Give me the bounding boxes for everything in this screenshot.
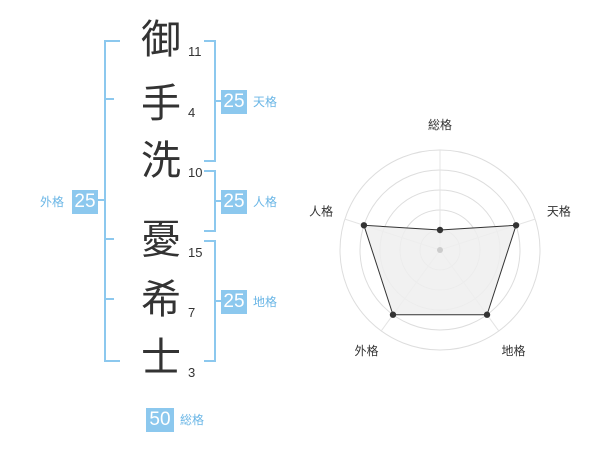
stroke-count-3: 10 (188, 165, 203, 180)
radar-axis-label: 総格 (428, 117, 452, 132)
radar-point (512, 222, 520, 229)
stroke-count-5: 7 (188, 305, 196, 320)
soukaku-value: 50 (146, 408, 174, 432)
radar-axis-label: 人格 (309, 203, 333, 218)
chikaku-bracket (204, 240, 216, 362)
bracket-tick (106, 98, 114, 100)
radar-point (483, 311, 491, 318)
stroke-count-2: 4 (188, 105, 196, 120)
radar-axis-label: 天格 (547, 203, 571, 218)
gaikaku-connector (95, 199, 104, 201)
stroke-count-6: 3 (188, 365, 196, 380)
tenkaku-label: 天格 (253, 95, 278, 109)
tenkaku-value: 25 (221, 90, 247, 114)
soukaku-label: 総格 (180, 413, 205, 427)
name-char-2: 手 (141, 81, 181, 127)
chikaku-connector (216, 300, 222, 302)
bracket-tick (106, 238, 114, 240)
name-char-4: 憂 (141, 217, 181, 263)
radar-point (389, 311, 397, 318)
gaikaku-value: 25 (72, 190, 98, 214)
jinkaku-value: 25 (221, 190, 247, 214)
chikaku-value: 25 (221, 290, 247, 314)
name-char-6: 士 (141, 335, 181, 381)
radar-point (436, 226, 444, 234)
radar-center-dot (437, 247, 443, 253)
radar-axis-label: 外格 (355, 343, 379, 358)
gaikaku-label: 外格 (40, 195, 65, 209)
tenkaku-bracket (204, 40, 216, 162)
radar-area (363, 224, 517, 316)
stroke-count-1: 11 (188, 44, 202, 59)
bracket-tick (106, 298, 114, 300)
stroke-count-4: 15 (188, 245, 203, 260)
jinkaku-bracket (204, 170, 216, 232)
name-char-5: 希 (141, 277, 181, 323)
radar-axis-label: 地格 (501, 343, 525, 358)
chikaku-label: 地格 (253, 295, 278, 309)
radar-point (360, 222, 368, 229)
gaikaku-bracket (104, 40, 120, 362)
tenkaku-connector (216, 100, 222, 102)
jinkaku-connector (216, 200, 222, 202)
jinkaku-label: 人格 (253, 195, 278, 209)
name-char-1: 御 (141, 17, 181, 63)
name-char-3: 洗 (141, 138, 181, 184)
